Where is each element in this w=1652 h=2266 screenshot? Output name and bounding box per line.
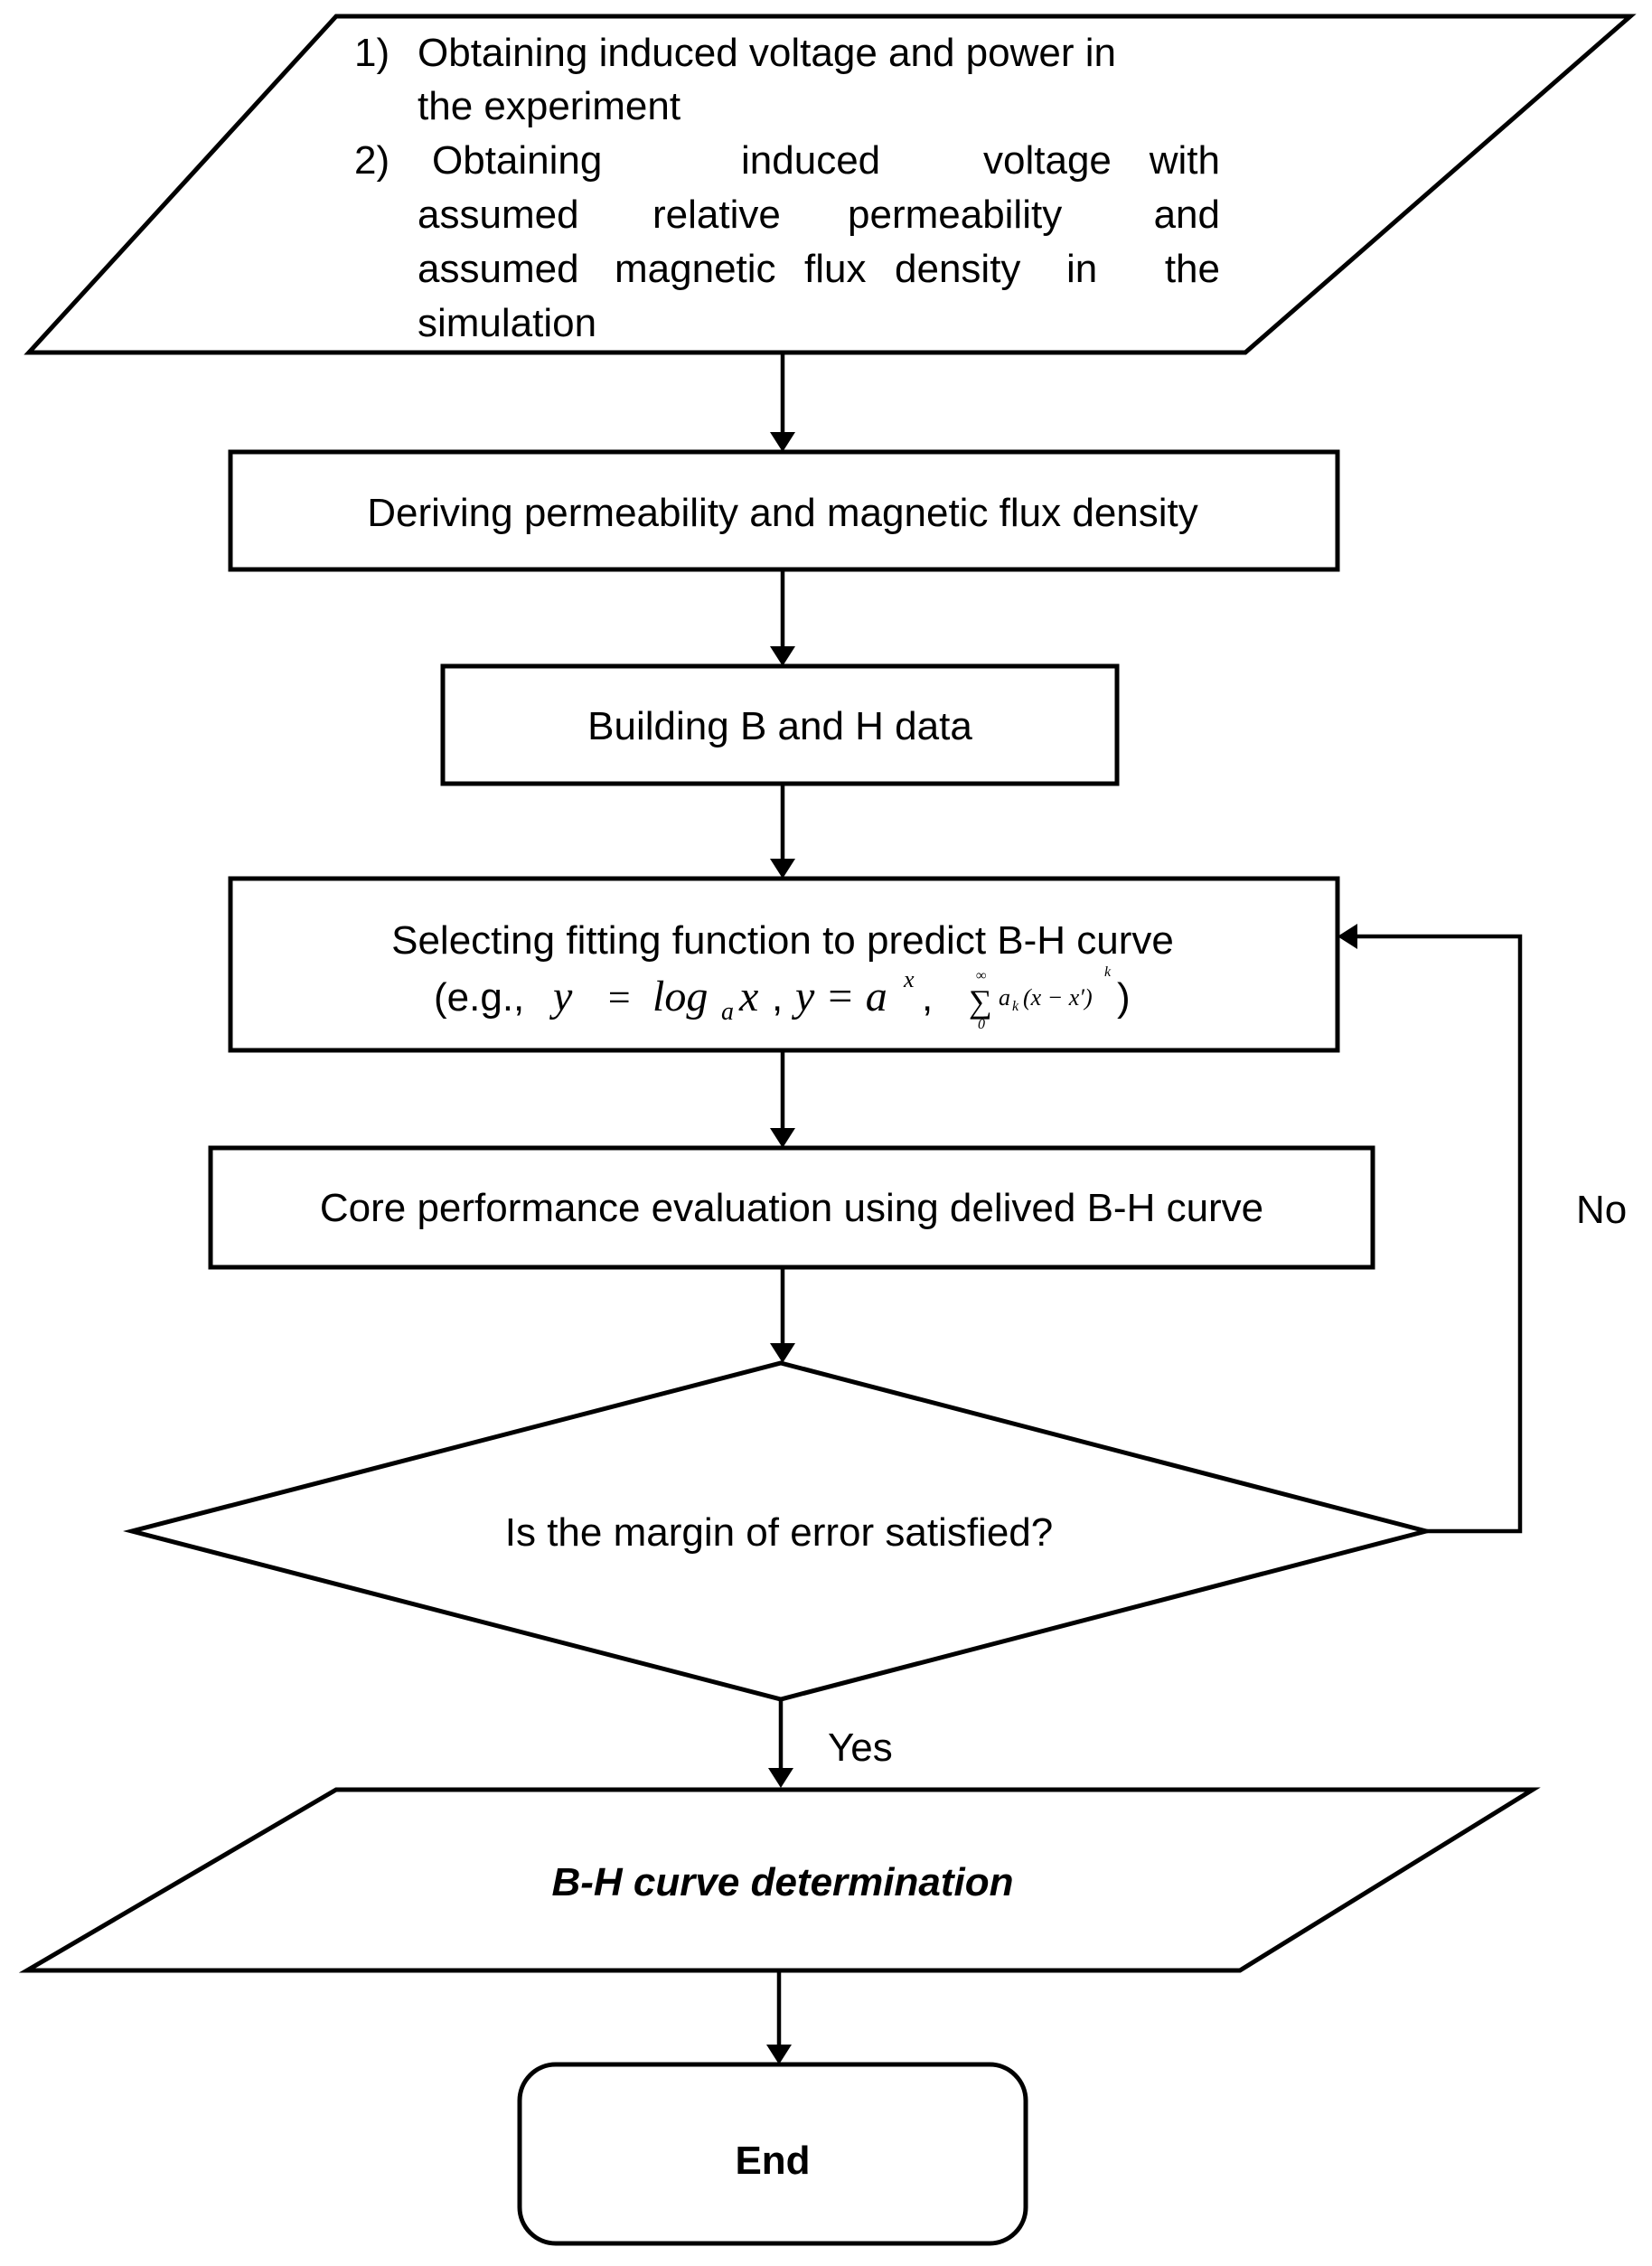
core-evaluation-step: Core performance evaluation using delive… bbox=[208, 1145, 1375, 1270]
step2-word-3: voltage bbox=[983, 138, 1112, 183]
decision-label: Is the margin of error satisfied? bbox=[505, 1510, 1053, 1555]
examples-open: (e.g., bbox=[434, 975, 524, 1020]
step2-word-4: with bbox=[1149, 138, 1220, 183]
step1-line1: Obtaining induced voltage and power in bbox=[418, 31, 1116, 75]
deriving-step: Deriving permeability and magnetic flux … bbox=[228, 449, 1340, 572]
step2-line4: simulation bbox=[418, 301, 596, 345]
core-evaluation-box-shape bbox=[208, 1145, 1375, 1270]
end-shape bbox=[517, 2062, 1028, 2246]
building-box-shape bbox=[440, 663, 1120, 786]
arrow-deriving-to-building bbox=[770, 569, 795, 666]
step2-word-11: flux bbox=[804, 247, 866, 291]
building-step: Building B and H data bbox=[440, 663, 1120, 786]
step2-word-13: in bbox=[1066, 247, 1097, 291]
sum-upper-limit: ∞ bbox=[976, 968, 986, 983]
decision-step: Is the margin of error satisfied? bbox=[123, 1360, 1435, 1702]
sum-coefficient: a bbox=[999, 984, 1010, 1011]
func1-equals: = bbox=[605, 975, 633, 1020]
end-label: End bbox=[735, 2139, 810, 2183]
step2-number: 2) bbox=[354, 138, 390, 183]
func2: y = a bbox=[791, 973, 887, 1020]
arrow-input-to-deriving bbox=[770, 353, 795, 452]
core-evaluation-label: Core performance evaluation using delive… bbox=[320, 1186, 1263, 1230]
comma-2: , bbox=[922, 975, 933, 1020]
step2-word-12: density bbox=[895, 247, 1020, 291]
comma-1: , bbox=[772, 975, 783, 1020]
step2-word-5: assumed bbox=[418, 193, 579, 237]
step2-word-8: and bbox=[1154, 193, 1220, 237]
selecting-line1: Selecting fitting function to predict B-… bbox=[391, 918, 1174, 963]
step1-number: 1) bbox=[354, 31, 390, 75]
step2-word-6: relative bbox=[652, 193, 781, 237]
result-label: B-H curve determination bbox=[552, 1860, 1014, 1904]
selecting-box-shape bbox=[228, 876, 1340, 1053]
deriving-label: Deriving permeability and magnetic flux … bbox=[367, 491, 1198, 535]
step1-line2: the experiment bbox=[418, 84, 681, 128]
input-parallelogram-shape bbox=[23, 14, 1637, 355]
deriving-box-shape bbox=[228, 449, 1340, 572]
input-data-block: 1) Obtaining induced voltage and power i… bbox=[23, 14, 1637, 355]
result-block: B-H curve determination bbox=[18, 1787, 1541, 1973]
func1-y: y bbox=[549, 973, 573, 1020]
end-terminator: End bbox=[517, 2062, 1028, 2246]
no-label: No bbox=[1576, 1188, 1627, 1232]
step2-word-2: induced bbox=[741, 138, 880, 183]
arrow-selecting-to-core bbox=[770, 1050, 795, 1148]
arrow-decision-to-result bbox=[768, 1699, 793, 1788]
selecting-step: Selecting fitting function to predict B-… bbox=[228, 876, 1340, 1053]
arrow-result-to-end bbox=[766, 1970, 792, 2064]
arrow-no-loop bbox=[1338, 924, 1523, 1534]
func2-exponent: x bbox=[903, 966, 915, 992]
step2-word-10: magnetic bbox=[615, 247, 776, 291]
result-parallelogram-shape bbox=[18, 1787, 1541, 1973]
arrow-building-to-selecting bbox=[770, 784, 795, 879]
sum-symbol: ∑ bbox=[969, 983, 992, 1020]
building-label: Building B and H data bbox=[587, 704, 972, 748]
func1-log: log bbox=[652, 973, 708, 1020]
step2-word-7: permeability bbox=[848, 193, 1062, 237]
step2-word-1: Obtaining bbox=[432, 138, 602, 183]
examples-close: ) bbox=[1117, 975, 1131, 1020]
func1-x: x bbox=[738, 973, 758, 1020]
step2-word-14: the bbox=[1165, 247, 1220, 291]
func1-base: a bbox=[721, 998, 734, 1026]
yes-label: Yes bbox=[828, 1725, 893, 1770]
fitting-function-examples: (e.g., y = log a x , y = a x , ∑ ∞ 0 a k… bbox=[434, 964, 1131, 1032]
sum-exponent: k bbox=[1104, 964, 1112, 980]
step2-word-9: assumed bbox=[418, 247, 579, 291]
sum-term: (x − x′) bbox=[1023, 984, 1093, 1011]
sum-coefficient-subscript: k bbox=[1012, 999, 1019, 1014]
sum-lower-limit: 0 bbox=[978, 1017, 985, 1032]
arrow-core-to-decision bbox=[770, 1267, 795, 1363]
